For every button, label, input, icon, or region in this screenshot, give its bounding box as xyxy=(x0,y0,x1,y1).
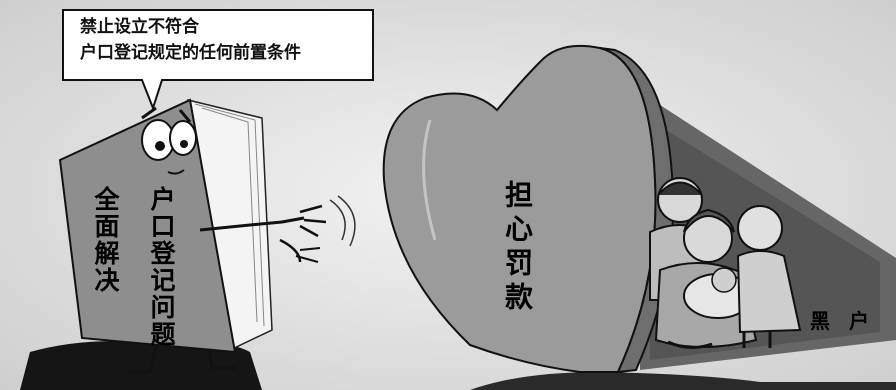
speech-line-1: 禁止设立不符合 xyxy=(80,17,199,37)
heart-text: 担心罚款 xyxy=(501,180,534,316)
unregistered-household-label: 黑 户 xyxy=(810,309,875,333)
book-character xyxy=(58,98,356,374)
eye-right xyxy=(169,120,197,156)
book-cover-text-left: 全面解决 xyxy=(91,186,120,294)
speech-bubble xyxy=(62,9,374,111)
speech-line-2: 户口登记规定的任何前置条件 xyxy=(80,43,301,63)
hiding-family xyxy=(649,177,802,349)
ground-shadow-right xyxy=(470,372,896,390)
speech-bubble-text: 禁止设立不符合 户口登记规定的任何前置条件 xyxy=(80,14,370,66)
child-head xyxy=(737,205,783,251)
book-cover-text-right: 户口登记问题 xyxy=(147,186,176,348)
ground-shadow-left xyxy=(20,340,262,390)
